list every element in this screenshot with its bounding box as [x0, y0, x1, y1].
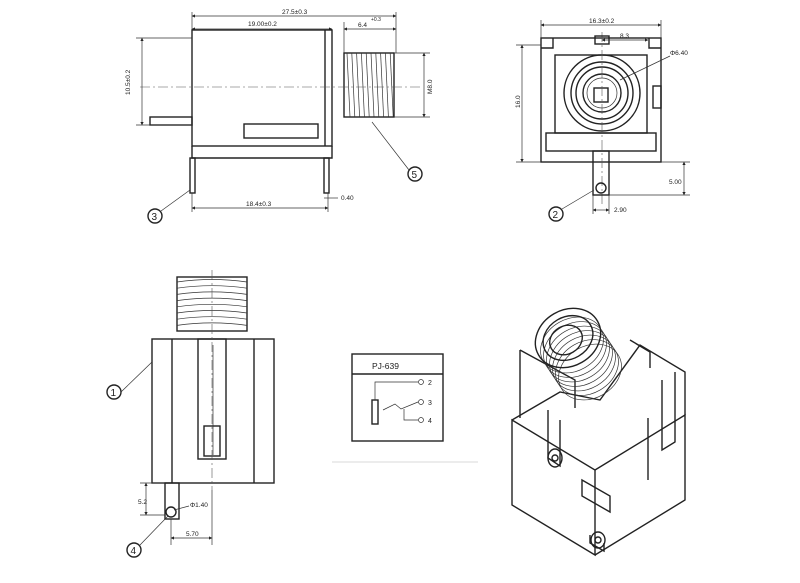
- thread-ring: [552, 334, 616, 392]
- schematic-part-no: PJ-639: [372, 361, 399, 371]
- thread-line: [176, 316, 248, 320]
- callout-circle-4: [126, 542, 142, 558]
- callout-5: 5: [412, 170, 418, 181]
- side-pin-left: [189, 157, 196, 194]
- side-mount-tab: [149, 116, 193, 126]
- dim-thread-dia: M8.0: [427, 79, 434, 94]
- callout-2: 2: [553, 210, 559, 221]
- dim-pin-len: 5.2: [138, 499, 147, 506]
- dim-pin-width: 2.90: [614, 207, 627, 214]
- side-view: 27.5±0.3 19.00±0.2 6.4 +0.3 10.5±0.2 M8.…: [125, 9, 434, 224]
- thread-line: [361, 52, 365, 118]
- side-pin-right: [323, 157, 330, 194]
- dim-thread-tol: +0.3: [371, 17, 381, 23]
- front-pin: [592, 150, 610, 196]
- callout-3: 3: [152, 212, 158, 223]
- dim-pin-span: 18.4±0.3: [246, 201, 272, 208]
- thread-line: [375, 52, 380, 118]
- dim-bottom-offset: 5.70: [186, 531, 199, 538]
- dim-thread-length: 6.4: [358, 22, 367, 29]
- callout-circle-3: [147, 208, 163, 224]
- thread-line: [176, 303, 248, 308]
- bottom-pin: [164, 482, 180, 520]
- callout-1: 1: [111, 388, 117, 399]
- dim-pin-offset: 5.00: [669, 179, 682, 186]
- front-view: 16.3±0.2 8.3 Φ6.40 16.0 5.00 2.90 2: [515, 18, 690, 222]
- dim-front-width: 16.3±0.2: [589, 18, 615, 25]
- thread-line: [351, 52, 356, 118]
- thread-line: [370, 52, 375, 118]
- thread-line: [365, 52, 370, 118]
- callout-circle-5: [407, 166, 423, 182]
- schematic-pin-2: 2: [428, 380, 432, 387]
- thread-line: [356, 52, 360, 118]
- dim-hole-dia: Φ1.40: [190, 502, 208, 509]
- thread-line: [176, 322, 248, 326]
- dim-overall-length: 27.5±0.3: [282, 9, 308, 16]
- thread-line: [385, 52, 389, 118]
- thread-line: [389, 52, 394, 118]
- dim-front-half: 8.3: [620, 33, 629, 40]
- dim-body-height: 10.5±0.2: [125, 69, 132, 95]
- schematic-pin-3: 3: [428, 400, 432, 407]
- callout-circle-2: [548, 206, 564, 222]
- side-slot: [243, 123, 319, 139]
- bottom-thread: [176, 276, 248, 332]
- front-body: [540, 37, 662, 163]
- dim-body-length: 19.00±0.2: [248, 21, 277, 28]
- schematic-pin-4: 4: [428, 418, 432, 425]
- iso-thread: [534, 307, 622, 401]
- thread-line: [176, 285, 248, 289]
- side-body: [191, 29, 333, 147]
- side-thread: [343, 52, 395, 118]
- callout-4: 4: [131, 546, 137, 557]
- schematic: PJ-639 2 3 4: [332, 353, 478, 463]
- isometric-view: [511, 307, 686, 557]
- schematic-frame: [351, 353, 444, 442]
- thread-line: [346, 52, 351, 118]
- dim-bore-dia: Φ6.40: [670, 50, 688, 57]
- dim-front-height: 16.0: [515, 95, 522, 108]
- side-base: [191, 146, 333, 159]
- thread-ring: [543, 321, 607, 378]
- bottom-view: 5.2 Φ1.40 5.70 1 4: [106, 270, 275, 558]
- thread-line: [380, 52, 384, 118]
- dim-pin-thickness: 0.40: [341, 195, 354, 202]
- thread-line: [176, 297, 248, 301]
